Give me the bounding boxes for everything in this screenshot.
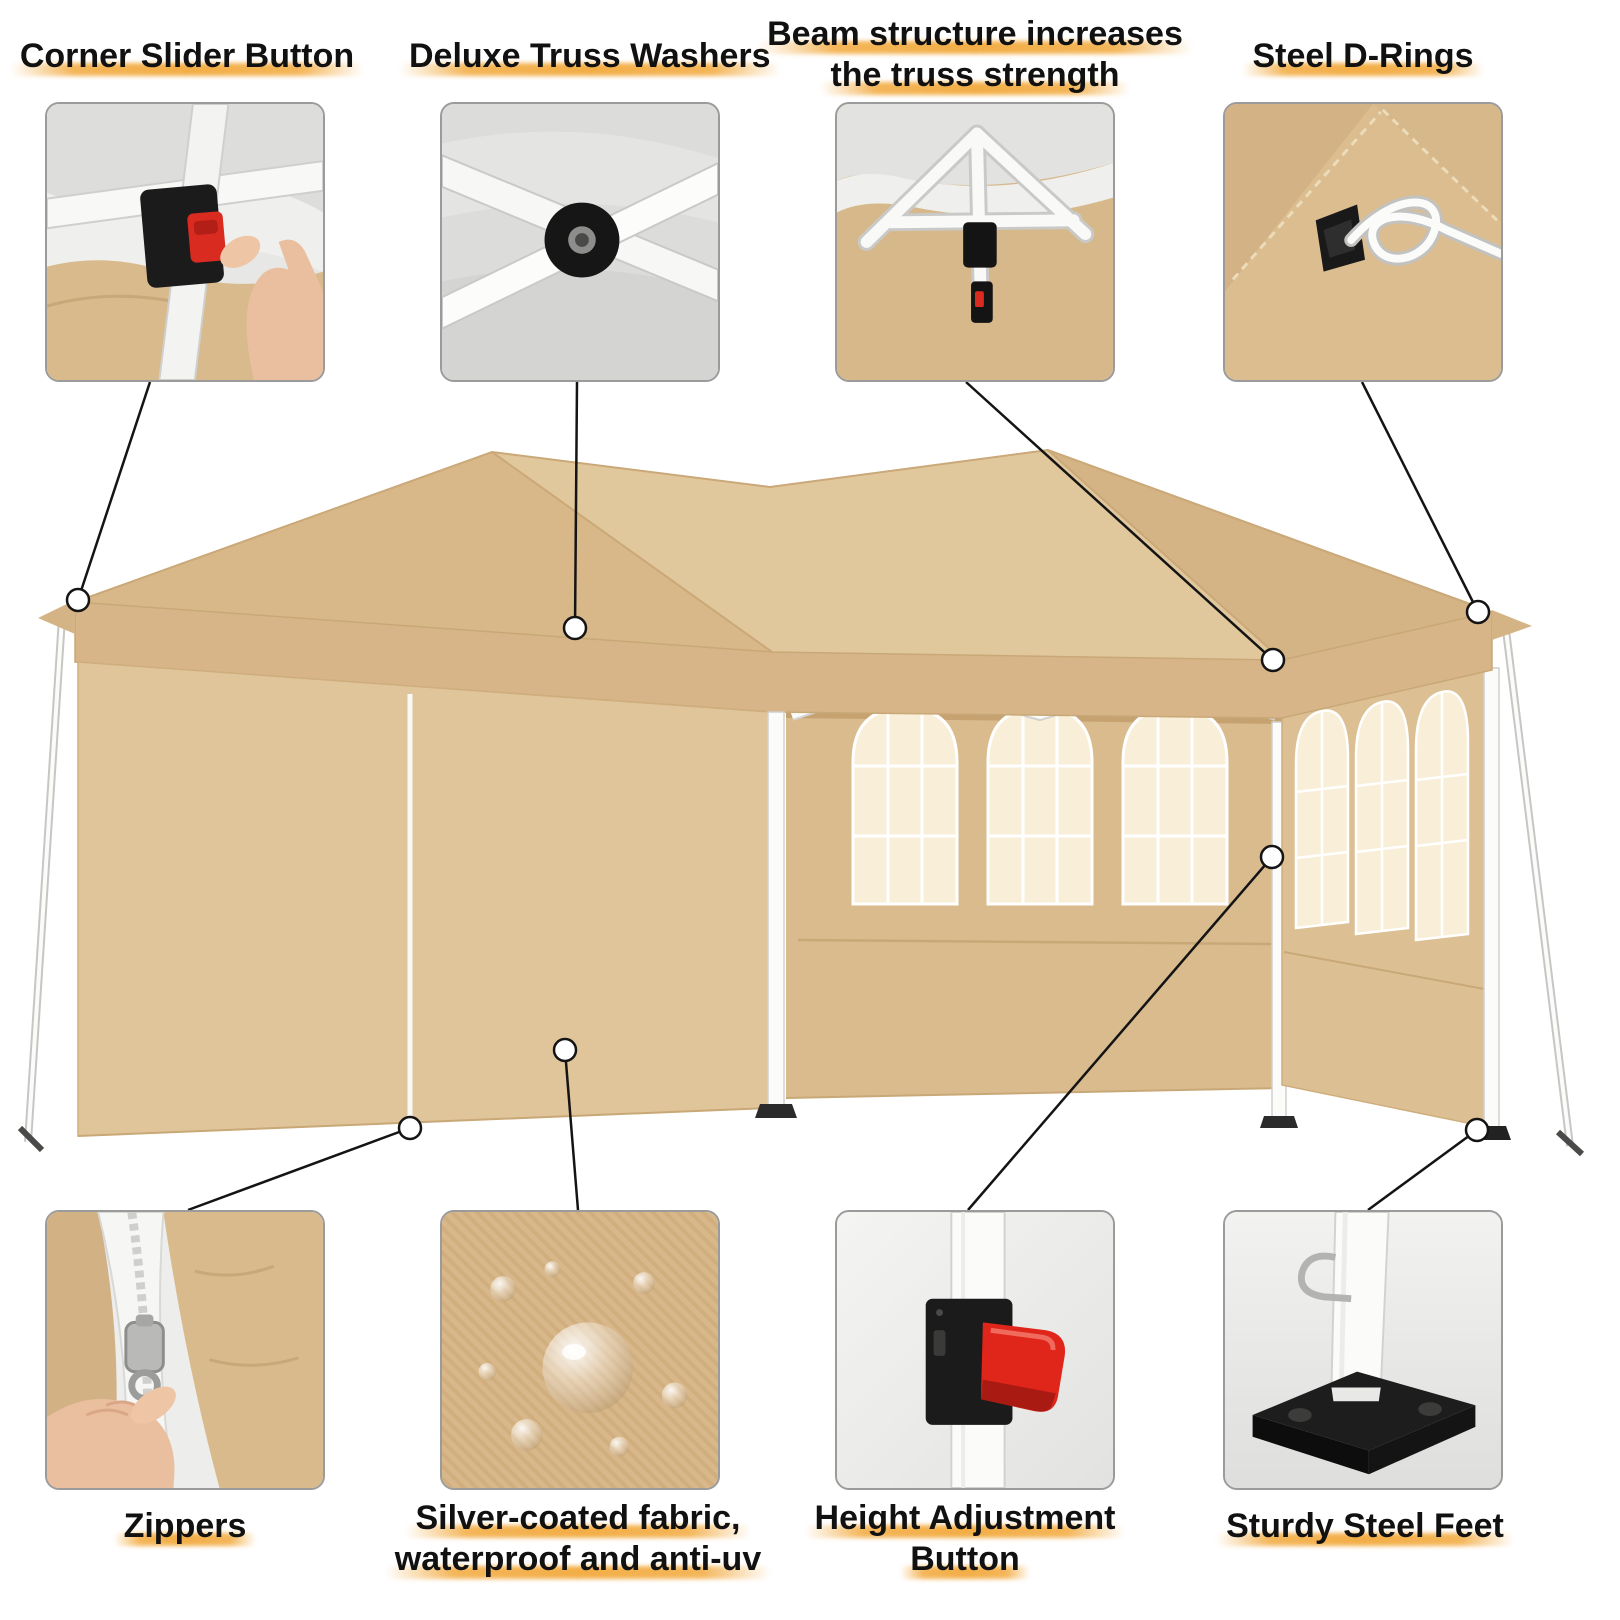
back-wall-windows xyxy=(851,706,1229,906)
label-truss-washers-text: Deluxe Truss Washers xyxy=(403,36,777,77)
label-corner-slider: Corner Slider Button xyxy=(12,36,362,77)
truss-washers-image xyxy=(442,104,718,380)
fabric-image xyxy=(442,1212,718,1488)
water-droplets xyxy=(478,1261,688,1457)
label-height-button-line1: Height Adjustment xyxy=(809,1498,1122,1539)
label-d-rings: Steel D-Rings xyxy=(1188,36,1538,77)
front-sidewall xyxy=(77,661,797,1137)
label-height-button-line2: Button xyxy=(904,1539,1026,1580)
label-beam-structure-line1: Beam structure increases xyxy=(761,14,1189,55)
rope xyxy=(1344,195,1501,266)
label-zippers-text: Zippers xyxy=(118,1506,253,1547)
guy-ropes xyxy=(17,617,1585,1157)
zippers-photo xyxy=(45,1210,325,1490)
label-corner-slider-text: Corner Slider Button xyxy=(14,36,360,77)
label-beam-structure-line2: the truss strength xyxy=(824,55,1125,96)
height-button-image xyxy=(837,1212,1113,1488)
center-front-leg xyxy=(767,711,785,1109)
steel-feet-image xyxy=(1225,1212,1501,1488)
canopy-roof xyxy=(38,448,1532,719)
zippers-image xyxy=(47,1212,323,1488)
corner-slider-photo xyxy=(45,102,325,382)
label-fabric: Silver-coated fabric, waterproof and ant… xyxy=(368,1498,788,1580)
label-truss-washers: Deluxe Truss Washers xyxy=(403,36,771,77)
label-d-rings-text: Steel D-Rings xyxy=(1246,36,1479,77)
label-zippers: Zippers xyxy=(10,1506,360,1547)
corner-slider-image xyxy=(47,104,323,380)
label-height-button: Height Adjustment Button xyxy=(790,1498,1140,1580)
d-rings-photo xyxy=(1223,102,1503,382)
callout-dots xyxy=(65,587,1491,1143)
beams xyxy=(860,127,1092,312)
right-corner-leg xyxy=(1483,667,1500,1129)
beam-structure-image xyxy=(837,104,1113,380)
beam-structure-photo xyxy=(835,102,1115,382)
steel-feet-photo xyxy=(1223,1210,1503,1490)
label-fabric-line1: Silver-coated fabric, xyxy=(409,1498,746,1539)
height-button-photo xyxy=(835,1210,1115,1490)
zipper-pull xyxy=(124,1320,165,1374)
label-beam-structure: Beam structure increases the truss stren… xyxy=(735,14,1215,96)
callout-lines xyxy=(76,381,1480,1212)
label-steel-feet-text: Sturdy Steel Feet xyxy=(1220,1506,1510,1547)
wire-pin xyxy=(1297,1252,1352,1303)
label-steel-feet: Sturdy Steel Feet xyxy=(1190,1506,1540,1547)
right-side-wall xyxy=(1281,667,1511,1140)
truss-washers-photo xyxy=(440,102,720,382)
d-rings-image xyxy=(1225,104,1501,380)
hand xyxy=(246,239,323,380)
label-fabric-line2: waterproof and anti-uv xyxy=(389,1539,767,1580)
foot-plate xyxy=(1252,1371,1476,1451)
fabric-photo xyxy=(440,1210,720,1490)
beam-bracket xyxy=(963,222,997,268)
tent-interior xyxy=(785,673,1298,1128)
